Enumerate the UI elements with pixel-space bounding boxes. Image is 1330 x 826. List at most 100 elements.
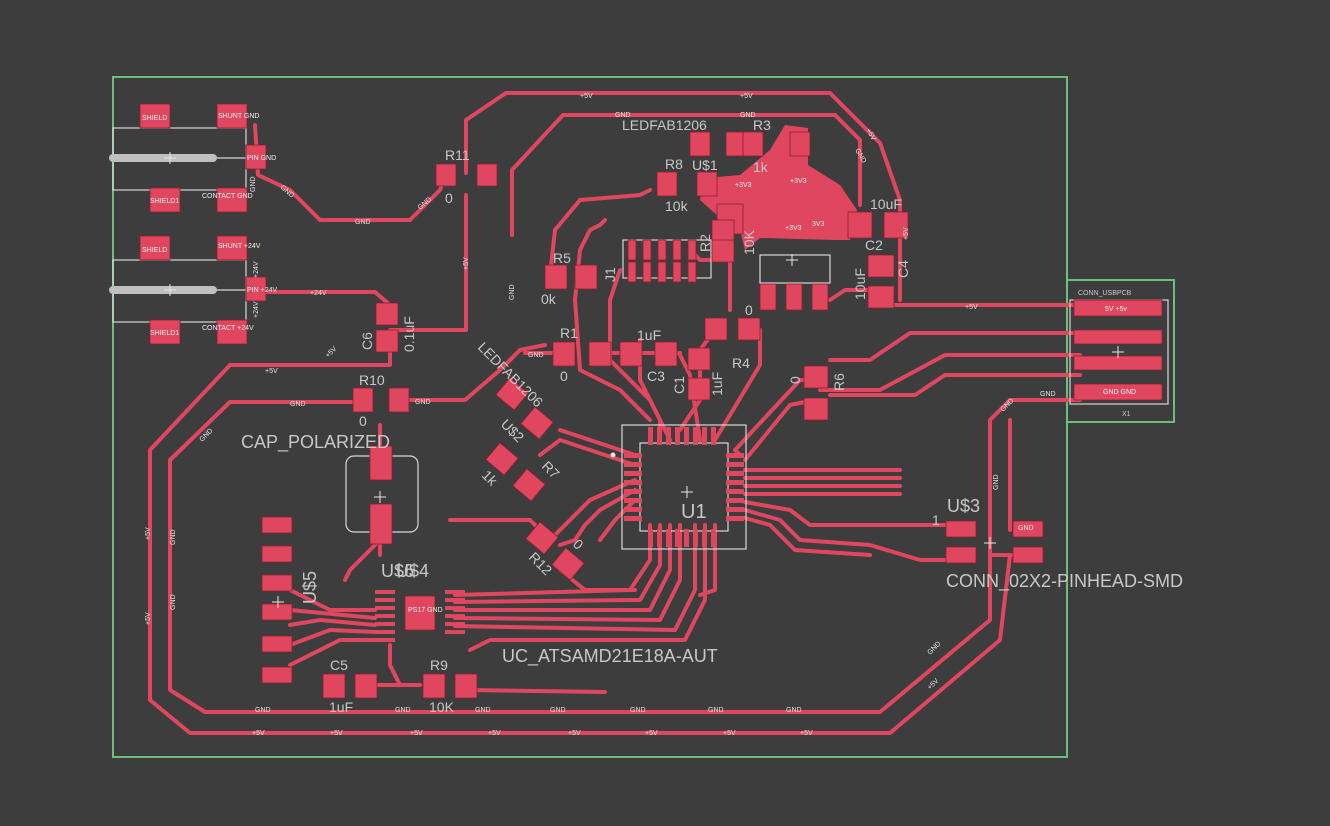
val-c5: 1uF xyxy=(329,699,353,715)
ref-r12: R12 xyxy=(526,549,556,579)
net-5v-left: +5V xyxy=(265,368,278,375)
net-gnd-bottom1: GND xyxy=(255,707,271,714)
net-gnd-bottom6: GND xyxy=(708,707,724,714)
pad-text-shield1: SHIELD1 xyxy=(150,198,179,205)
label-u1: U1 xyxy=(681,501,707,523)
pad-text-contact-24v: CONTACT +24V xyxy=(202,325,254,332)
net-5v-loop-left2: +5V xyxy=(145,612,152,625)
pad-text-shield-2: SHIELD xyxy=(142,247,167,254)
val-r2: 10K xyxy=(741,229,757,255)
val-r5: 0k xyxy=(541,291,557,307)
pad-text-shunt-gnd: SHUNT GND xyxy=(218,113,259,120)
net-gnd-loop-left2: GND xyxy=(170,594,177,610)
label-u5: U$5 xyxy=(300,571,320,604)
pad-text-shield: SHIELD xyxy=(142,115,167,122)
val-r1: 0 xyxy=(560,368,568,384)
u1-pin1-dot xyxy=(610,452,616,458)
net-gnd-loop-left: GND xyxy=(170,529,177,545)
net-gnd-diag: GND xyxy=(926,640,942,656)
net-24v-c: +24V xyxy=(253,301,260,318)
label-conn-pinhead: CONN_02X2-PINHEAD-SMD xyxy=(946,571,1183,592)
val-r11: 0 xyxy=(445,190,453,206)
ref-j1: J1 xyxy=(602,267,618,282)
pad-text-shunt-24v: SHUNT +24V xyxy=(218,243,261,250)
ref-r7: R7 xyxy=(539,458,563,482)
net-5v-bottom7: +5V xyxy=(723,730,736,737)
ref-c3: C3 xyxy=(647,368,665,384)
net-5v-bottom6: +5V xyxy=(645,730,658,737)
val-c6: 0.1uF xyxy=(401,316,417,352)
net-5v-bottom1: +5V xyxy=(252,730,265,737)
net-gnd-r10: GND xyxy=(290,401,306,408)
ref-c2: C2 xyxy=(865,237,883,253)
origins xyxy=(164,152,1124,608)
val-r8: 10k xyxy=(665,198,689,214)
net-gnd-r10b: GND xyxy=(415,399,431,406)
ref-r6: R6 xyxy=(831,373,847,391)
net-gnd-u3: GND xyxy=(993,474,1000,490)
net-gnd-left2: GND xyxy=(279,184,295,199)
net-5v-c6: +5V xyxy=(324,345,338,359)
pad-text-usb-5v: 5V +5v xyxy=(1105,306,1127,313)
net-gnd-bottom7: GND xyxy=(786,707,802,714)
pad-text-usb-gnd: GND GND xyxy=(1103,389,1136,396)
pads xyxy=(139,103,1163,699)
net-gnd-r1: GND xyxy=(528,352,544,359)
ref-r11: R11 xyxy=(445,147,470,163)
label-cap-polarized: CAP_POLARIZED xyxy=(241,432,390,453)
traces xyxy=(148,91,1082,735)
val-c3: 1uF xyxy=(637,327,661,343)
board-outline xyxy=(112,76,1068,758)
label-u4: U$4 xyxy=(396,561,429,581)
net-5v-c4: +5V xyxy=(903,227,910,240)
net-5v-top: +5V xyxy=(580,93,593,100)
net-gnd-top2: GND xyxy=(740,112,756,119)
val-c1: 1uF xyxy=(709,372,725,396)
ref-c5: C5 xyxy=(330,657,348,673)
val-r6: 0 xyxy=(787,376,803,384)
label-x1: X1 xyxy=(1122,411,1131,418)
pad-text-3v3-c: 3V3 xyxy=(812,221,825,228)
ref-u2: U$2 xyxy=(498,416,528,446)
rods xyxy=(109,154,217,294)
pad-text-pin-gnd: PIN GND xyxy=(247,155,276,162)
pad-text-contact-gnd: CONTACT GND xyxy=(202,193,253,200)
net-5v-bottom8: +5V xyxy=(800,730,813,737)
ref-r1: R1 xyxy=(560,325,578,341)
pad-text-ps17: PS17 GND xyxy=(408,607,443,614)
net-gnd-c2: GND xyxy=(853,148,867,165)
val-r12: 0 xyxy=(570,536,587,553)
label-u6: U$6 xyxy=(381,561,414,581)
ref-r4: R4 xyxy=(732,355,750,371)
ref-r2: R2 xyxy=(697,234,713,252)
net-5v-diag: +5V xyxy=(926,677,940,691)
net-5v-r11: +5V xyxy=(463,257,470,270)
net-gnd-bottom4: GND xyxy=(550,707,566,714)
pad-text-shield1-2: SHIELD1 xyxy=(150,330,179,337)
val-c2: 10uF xyxy=(870,196,902,212)
net-24v-b: +24V xyxy=(253,261,260,278)
net-gnd-bottom5: GND xyxy=(630,707,646,714)
pad-text-pin-24v: PIN +24V xyxy=(247,287,277,294)
net-5v-bottom3: +5V xyxy=(410,730,423,737)
usb-tab-outline xyxy=(1067,279,1175,423)
net-5v-loop-left: +5V xyxy=(145,527,152,540)
net-5v-bottom4: +5V xyxy=(488,730,501,737)
net-5v-bottom5: +5V xyxy=(568,730,581,737)
ref-c1: C1 xyxy=(671,376,687,394)
label-led-top: LEDFAB1206 xyxy=(622,117,707,133)
net-gnd-r5: GND xyxy=(509,284,516,300)
ref-c4: C4 xyxy=(895,260,911,278)
pad-text-3v3-b: +3V3 xyxy=(785,225,802,232)
net-gnd-u3pad: GND xyxy=(1018,525,1034,532)
net-gnd-bottom3: GND xyxy=(475,707,491,714)
val-c4: 10uF xyxy=(852,268,868,300)
net-gnd-top: GND xyxy=(615,112,631,119)
u1-pins xyxy=(375,427,744,642)
pad-text-layer: SHIELD SHUNT GND PIN GND SHIELD1 CONTACT… xyxy=(142,113,1136,614)
ref-r8: R8 xyxy=(665,156,683,172)
net-gnd-usb: GND xyxy=(1040,391,1056,398)
label-u1-part: UC_ATSAMD21E18A-AUT xyxy=(502,646,718,667)
net-5v-top2: +5V xyxy=(740,93,753,100)
